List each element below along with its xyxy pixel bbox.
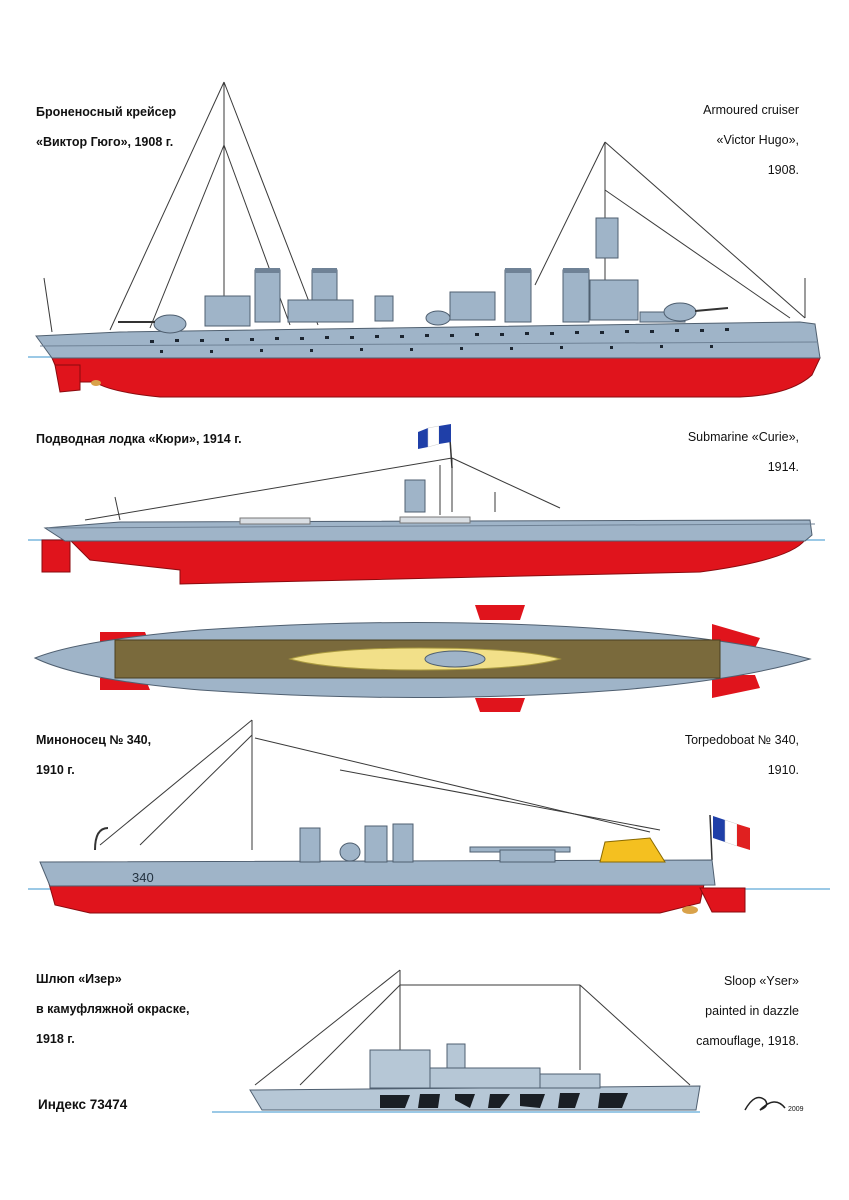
caption-line: 1910. [767, 763, 799, 777]
caption-line: 1910 г. [36, 763, 75, 777]
superstructure [299, 823, 571, 863]
caption-line: Подводная лодка «Кюри», 1914 г. [36, 432, 242, 446]
submarine-top-drawing [33, 605, 812, 712]
caption-line: camouflage, 1918. [696, 1034, 799, 1048]
caption-line: «Виктор Гюго», 1908 г. [36, 135, 174, 149]
caption-line: Шлюп «Изер» [36, 972, 122, 986]
superstructure [369, 1043, 601, 1089]
sloop-drawing [212, 969, 701, 1113]
caption-line: в камуфляжной окраске, [36, 1002, 190, 1016]
submarine-side-drawing [28, 424, 825, 585]
rigging [84, 457, 561, 521]
submarine-caption-en: Submarine «Curie», 1914. [688, 415, 799, 490]
funnel-caps [255, 268, 589, 273]
caption-line: painted in dazzle [705, 1004, 799, 1018]
submarine-caption-ru: Подводная лодка «Кюри», 1914 г. [36, 417, 242, 462]
torpedoboat-caption-ru: Миноносец № 340, 1910 г. [36, 718, 151, 793]
rigging [254, 969, 691, 1086]
artist-signature-icon [744, 1096, 786, 1111]
caption-line: Sloop «Yser» [723, 974, 799, 988]
torpedoboat-drawing: 340 [28, 719, 830, 914]
french-flag-icon [709, 814, 750, 861]
torpedoboat-caption-en: Torpedoboat № 340, 1910. [685, 718, 799, 793]
caption-line: Броненосный крейсер [36, 105, 177, 119]
caption-line: 1914. [767, 460, 799, 474]
catalog-index: Индекс 73474 [38, 1097, 128, 1112]
sloop-caption-en: Sloop «Yser» painted in dazzle camouflag… [696, 959, 799, 1064]
dazzle-pattern [380, 1093, 628, 1108]
hull-number: 340 [132, 870, 154, 885]
guns [118, 307, 729, 323]
cruiser-caption-ru: Броненосный крейсер «Виктор Гюго», 1908 … [36, 90, 176, 165]
caption-line: 1918 г. [36, 1032, 75, 1046]
portholes [150, 328, 729, 353]
superstructure [153, 217, 697, 334]
caption-line: «Victor Hugo», [716, 133, 799, 147]
caption-line: Submarine «Curie», [687, 430, 799, 444]
rigging [99, 719, 661, 850]
caption-line: 1908. [767, 163, 799, 177]
sloop-caption-ru: Шлюп «Изер» в камуфляжной окраске, 1918 … [36, 957, 189, 1062]
cruiser-caption-en: Armoured cruiser «Victor Hugo», 1908. [703, 88, 799, 193]
signature-year: 2009 [788, 1106, 804, 1113]
caption-line: Миноносец № 340, [36, 733, 152, 747]
caption-line: Armoured cruiser [703, 103, 799, 117]
cruiser-drawing [28, 81, 821, 398]
caption-line: Torpedoboat № 340, [684, 733, 799, 747]
rigging [43, 81, 806, 333]
french-flag-icon [418, 424, 453, 469]
